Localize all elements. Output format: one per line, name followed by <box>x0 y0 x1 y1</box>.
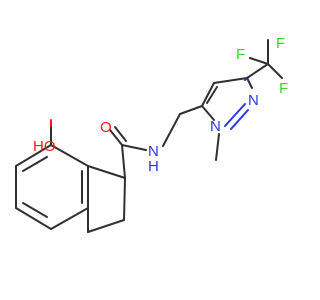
fluorine-3-label: F <box>279 80 288 97</box>
molecule-structure-diagram: HO O N H N N F F F <box>15 35 288 233</box>
bond <box>15 207 52 230</box>
bond <box>246 77 253 89</box>
bond <box>109 129 123 146</box>
bond <box>215 133 220 161</box>
bond <box>121 144 126 179</box>
bond <box>22 202 48 218</box>
bond <box>249 57 269 65</box>
bond <box>267 63 283 79</box>
pyrazole-n2-label: N <box>248 92 259 109</box>
bond <box>179 105 203 115</box>
bond <box>246 63 269 79</box>
bond <box>50 144 89 167</box>
hydroxyl-label: HO <box>33 138 56 155</box>
fluorine-1-label: F <box>236 46 245 63</box>
carbonyl-oxygen-label: O <box>100 119 112 136</box>
bond <box>15 144 52 167</box>
bond <box>206 86 218 104</box>
amide-nitrogen-label: N <box>148 143 159 160</box>
bond <box>224 103 246 127</box>
bond <box>201 105 215 121</box>
fluorine-2-label: F <box>276 35 285 52</box>
bond <box>213 77 248 84</box>
benzene-ring <box>15 144 89 230</box>
pyrazole-n1-label: N <box>210 118 221 135</box>
cyclopentane-ring <box>87 165 126 233</box>
bond <box>230 109 249 130</box>
pyrazole-ring <box>201 77 253 121</box>
bond <box>22 156 48 172</box>
bond <box>162 113 181 147</box>
bond <box>50 207 89 230</box>
bond <box>114 126 127 142</box>
bond <box>123 177 126 221</box>
bond <box>87 165 126 179</box>
bond <box>87 219 125 233</box>
bond <box>121 144 147 151</box>
amide-hydrogen-label: H <box>148 158 159 175</box>
bond <box>201 82 215 107</box>
